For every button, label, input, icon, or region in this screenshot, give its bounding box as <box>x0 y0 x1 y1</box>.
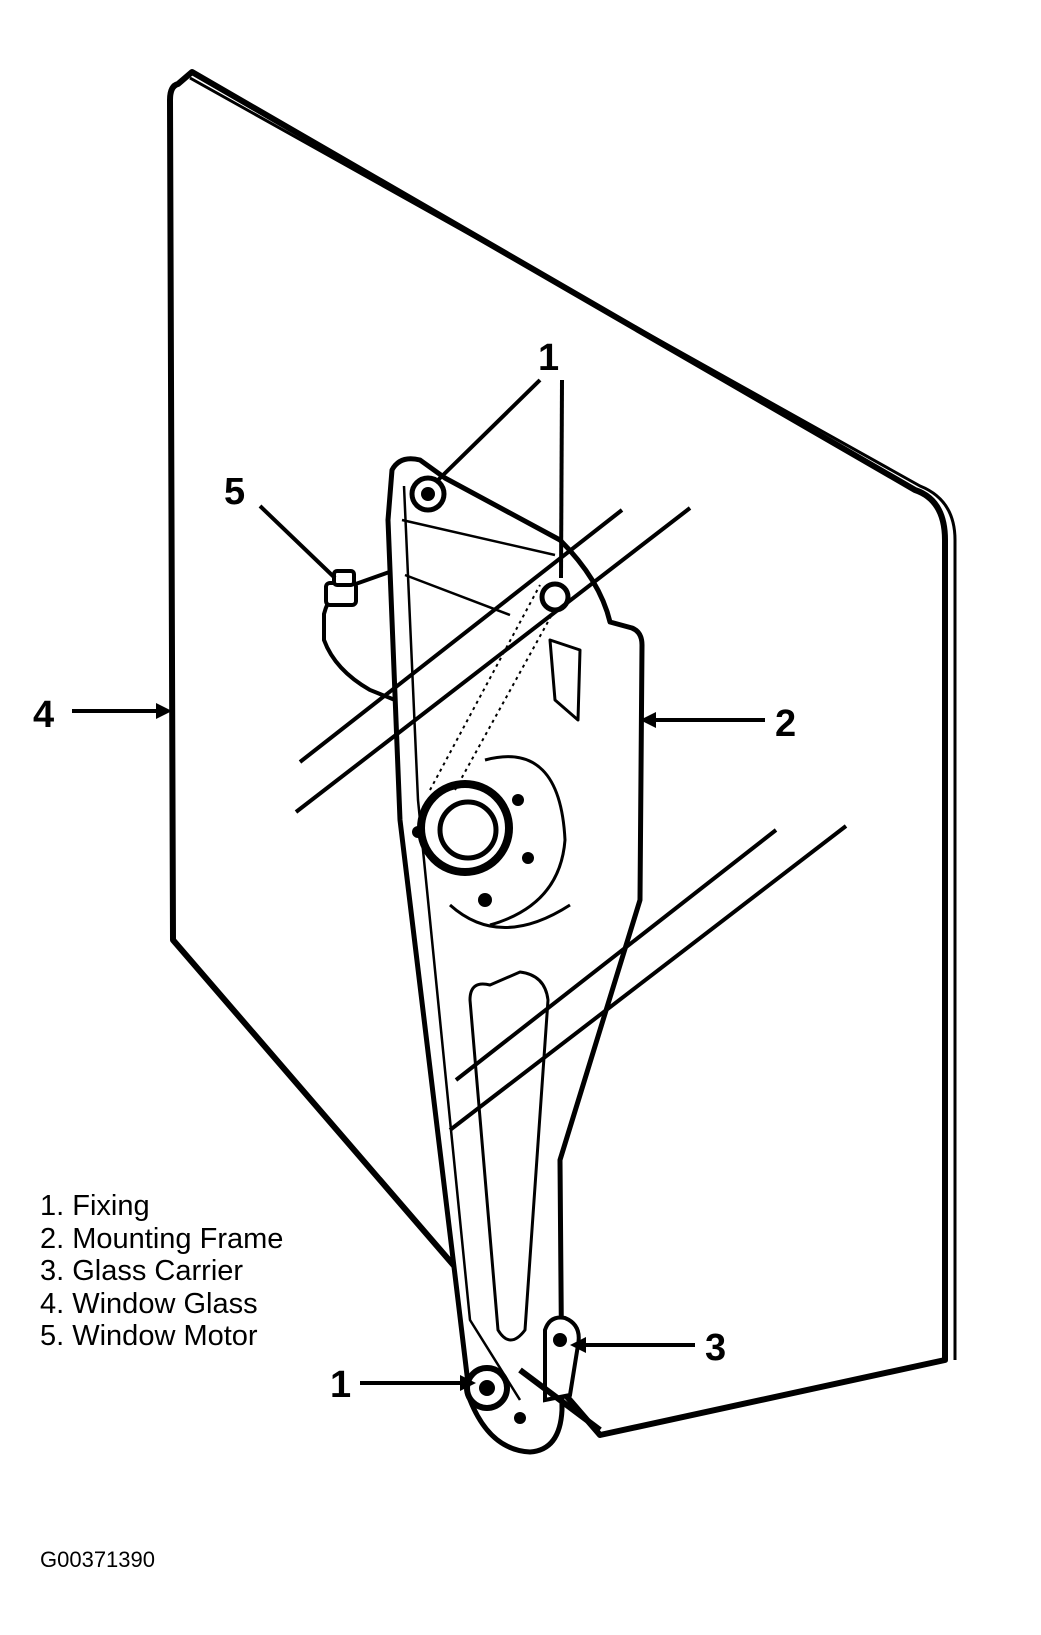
callout-window-glass: 4 <box>33 694 54 736</box>
figure-id: G00371390 <box>40 1547 155 1572</box>
window-glass <box>167 69 957 1438</box>
regulator-cable <box>429 584 561 791</box>
fixing-bottom <box>464 1365 526 1424</box>
callout-mounting-frame: 2 <box>775 703 796 745</box>
legend-item-glass-carrier: 3. Glass Carrier <box>40 1255 244 1287</box>
break-lines <box>294 506 848 1132</box>
callout-fixing-bottom: 1 <box>330 1364 351 1406</box>
legend-item-mounting-frame: 2. Mounting Frame <box>40 1222 284 1255</box>
legend: 1. Fixing 2. Mounting Frame 3. Glass Car… <box>40 1190 283 1353</box>
window-motor <box>322 567 397 703</box>
legend-item-window-glass: 4. Window Glass <box>40 1287 258 1320</box>
legend-item-fixing: 1. Fixing <box>40 1190 150 1222</box>
leader-lines <box>72 378 765 1385</box>
mounting-frame <box>385 456 645 1455</box>
callout-fixing-top: 1 <box>538 337 559 379</box>
arrowheads <box>156 703 656 1391</box>
drive-gear <box>412 755 567 927</box>
callout-glass-carrier: 3 <box>705 1327 726 1369</box>
callout-window-motor: 5 <box>224 471 245 513</box>
legend-item-window-motor: 5. Window Motor <box>40 1320 258 1352</box>
glass-carrier <box>518 1315 602 1433</box>
